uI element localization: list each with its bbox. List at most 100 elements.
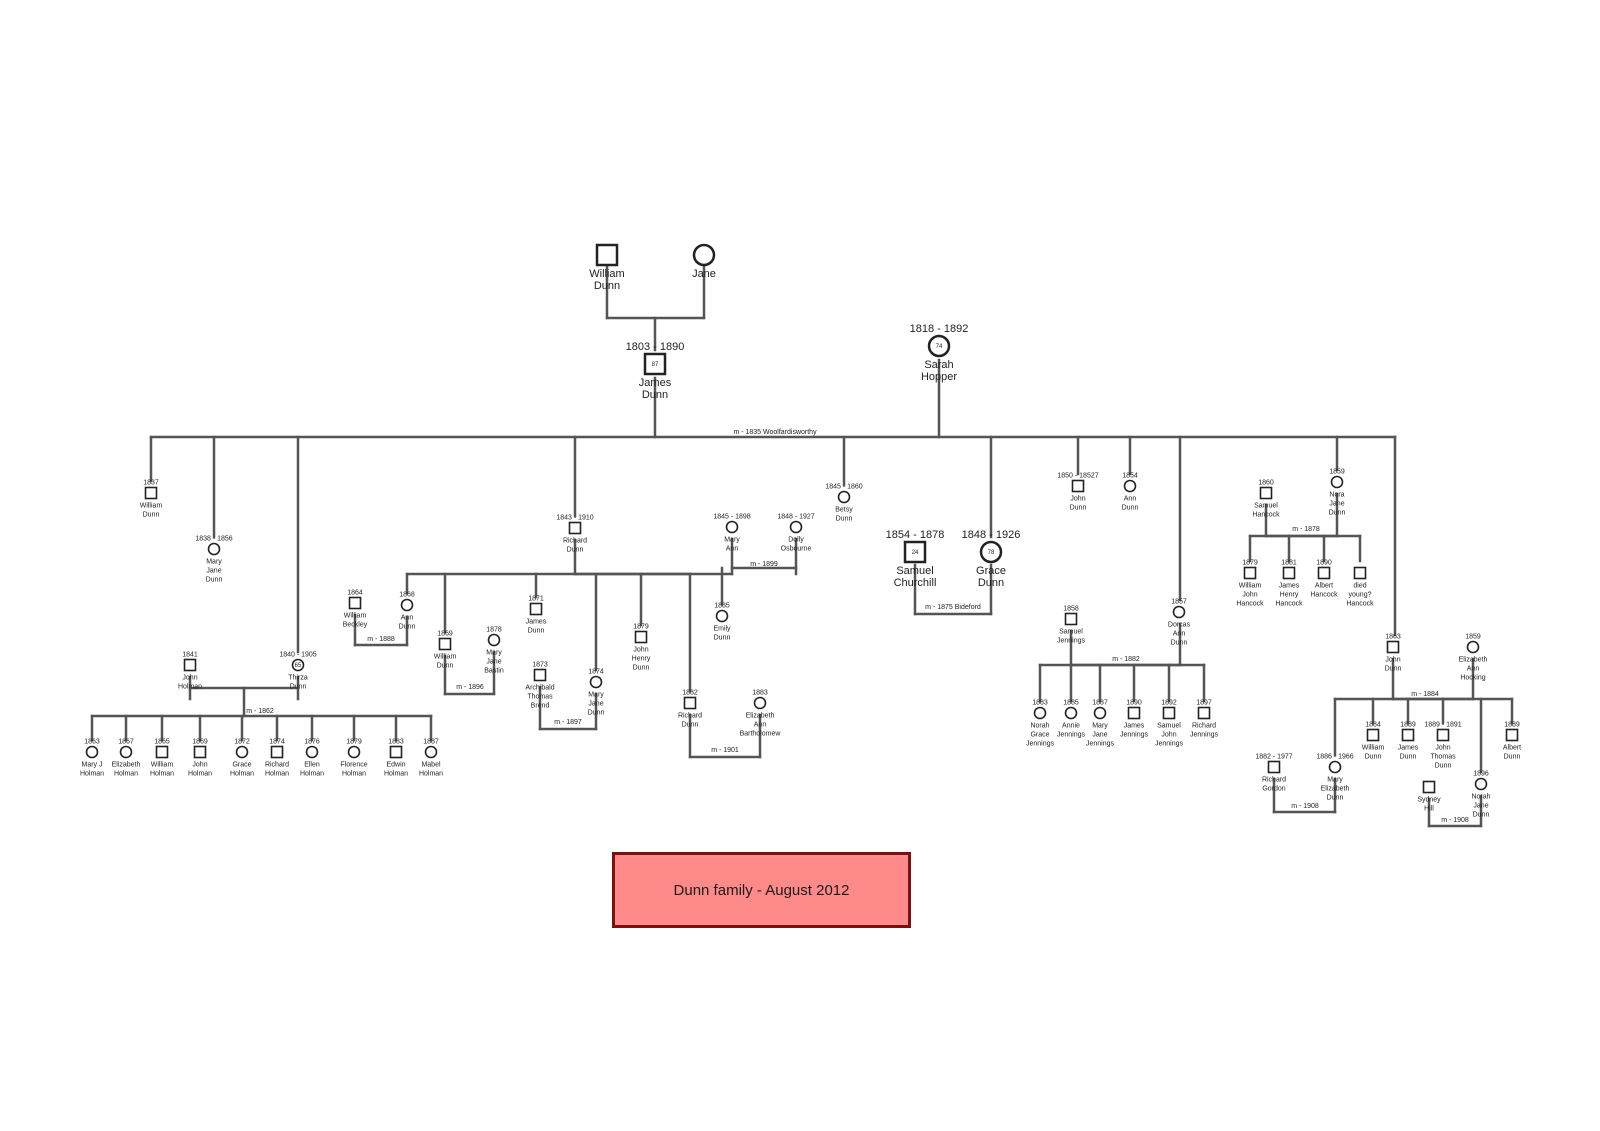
person-name-line: Richard — [563, 538, 587, 545]
female-circle-icon — [305, 745, 319, 759]
person-years: 1883 — [388, 739, 404, 746]
person-years: 1837 — [143, 480, 159, 487]
person-name-line: William — [151, 762, 174, 769]
person-name-line: Elizabeth — [1459, 657, 1488, 664]
person-name-line: John — [1161, 732, 1176, 739]
person-name-line: Dorcas — [1168, 622, 1191, 629]
person-name-line: Henry — [632, 656, 651, 663]
person-name-line: Jennings — [1155, 741, 1184, 748]
person-years: 1885 — [714, 603, 730, 610]
person-name-line: Hancock — [1236, 601, 1264, 608]
female-circle-icon — [589, 675, 603, 689]
person-name-line: Mary — [1092, 723, 1108, 730]
marriage-label: m - 1878 — [1292, 526, 1320, 533]
person-name-line: Grace — [1030, 732, 1049, 739]
male-square-icon — [1259, 486, 1273, 500]
caption-text: Dunn family - August 2012 — [673, 881, 850, 899]
person-name-line: died — [1353, 583, 1366, 590]
female-circle-icon — [1093, 706, 1107, 720]
person-years: 1882 - 1977 — [1255, 754, 1292, 761]
female-circle-icon — [1328, 760, 1342, 774]
male-square-icon — [903, 540, 927, 564]
person-name-line: James — [1279, 583, 1300, 590]
person-name-line: Dunn — [714, 635, 731, 642]
male-square-icon — [1436, 728, 1450, 742]
female-circle-icon — [1033, 706, 1047, 720]
person-name-line: Dunn — [1070, 505, 1087, 512]
person-name-line: Mary — [588, 692, 604, 699]
person-years: 1845 - 1860 — [825, 484, 862, 491]
person-name-line: Ann — [1467, 666, 1480, 673]
person-name-line: William — [434, 654, 457, 661]
person-name-line: Bastin — [484, 668, 504, 675]
person-name-line: Hill — [1424, 806, 1434, 813]
person-name-line: young? — [1349, 592, 1372, 599]
male-square-icon — [1282, 566, 1296, 580]
female-circle-icon — [487, 633, 501, 647]
male-square-icon — [595, 243, 619, 267]
marriage-label: m - 1884 — [1411, 691, 1439, 698]
person-name-line: Dunn — [206, 577, 223, 584]
person-years: 1884 — [1365, 722, 1381, 729]
male-square-icon — [1366, 728, 1380, 742]
person-name-line: Hocking — [1460, 675, 1485, 682]
person-name-line: Jane — [486, 659, 501, 666]
person-name-line: John — [1435, 745, 1450, 752]
person-years: 1858 — [1063, 606, 1079, 613]
person-name-line: Samuel — [1059, 629, 1083, 636]
person-name-line: Ann — [1124, 496, 1137, 503]
person-name-line: Edwin — [386, 762, 405, 769]
person-years: 1879 — [633, 624, 649, 631]
female-circle-icon — [400, 598, 414, 612]
male-square-icon — [643, 352, 667, 376]
person-age: 74 — [936, 344, 943, 350]
person-name-line: Holman — [300, 771, 324, 778]
person-years: 1889 — [1400, 722, 1416, 729]
person-name-line: Jane — [1092, 732, 1107, 739]
person-name-line: Mabel — [421, 762, 441, 769]
person-years: 1885 — [1063, 700, 1079, 707]
person-years: 1881 — [1281, 560, 1297, 567]
female-circle-icon — [837, 490, 851, 504]
person-name-line: Dunn — [528, 628, 545, 635]
marriage-label: m - 1908 — [1441, 817, 1469, 824]
person-name-line: William — [344, 613, 367, 620]
female-circle-icon — [692, 243, 716, 267]
person-years: 1859 — [1465, 634, 1481, 641]
person-years: 1863 — [1385, 634, 1401, 641]
person-years: 1878 — [486, 627, 502, 634]
person-name-line: Jennings — [1086, 741, 1115, 748]
person-name-line: Dunn — [978, 577, 1004, 589]
person-years: 1803 - 1890 — [626, 341, 685, 353]
male-square-icon — [183, 658, 197, 672]
person-name-line: Elizabeth — [112, 762, 141, 769]
female-circle-icon — [1172, 605, 1186, 619]
person-name-line: Dunn — [143, 512, 160, 519]
person-name-line: Ann — [401, 615, 414, 622]
person-name-line: Norah — [1471, 794, 1490, 801]
person-name-line: Hopper — [921, 371, 957, 383]
person-age: 65 — [295, 663, 302, 669]
person-name-line: James — [639, 377, 672, 389]
person-years: 1863 — [84, 739, 100, 746]
person-name-line: Dunn — [1435, 763, 1452, 770]
female-circle-icon — [979, 540, 1003, 564]
female-circle-icon — [119, 745, 133, 759]
person-name-line: Grace — [232, 762, 251, 769]
marriage-label: m - 1908 — [1291, 803, 1319, 810]
female-circle-icon — [424, 745, 438, 759]
person-name-line: Holman — [80, 771, 104, 778]
